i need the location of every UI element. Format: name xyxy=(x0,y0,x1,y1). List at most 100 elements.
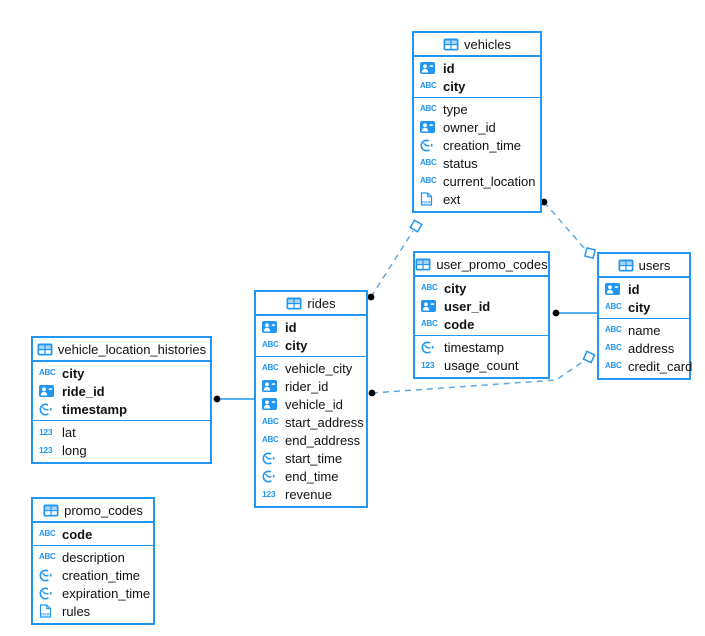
field-row-id[interactable]: id xyxy=(599,280,689,298)
text-type-icon: ABC xyxy=(262,417,279,426)
field-row-creation_time[interactable]: creation_time xyxy=(414,136,540,154)
field-name: creation_time xyxy=(443,137,522,153)
text-type-icon: ABC xyxy=(420,176,437,185)
text-type-icon: ABC xyxy=(39,368,56,377)
field-row-owner_id[interactable]: owner_id xyxy=(414,118,540,136)
id-badge-icon xyxy=(420,121,439,133)
field-name: name xyxy=(628,322,661,338)
field-row-id[interactable]: id xyxy=(414,59,540,77)
table-header[interactable]: user_promo_codes xyxy=(415,253,548,277)
field-name: rules xyxy=(62,603,91,619)
clock-icon xyxy=(420,139,439,152)
table-header[interactable]: rides xyxy=(256,292,366,316)
relationship-dot xyxy=(552,309,560,317)
field-name: id xyxy=(443,60,455,76)
json-icon: JSON xyxy=(420,192,439,206)
table-name: user_promo_codes xyxy=(436,256,548,272)
text-type-icon: ABC xyxy=(420,81,437,90)
id-badge-icon xyxy=(421,300,440,312)
relationship-diamond xyxy=(583,246,597,260)
clock-icon xyxy=(421,341,440,354)
field-row-rider_id[interactable]: rider_id xyxy=(256,377,366,395)
text-type-icon: ABC xyxy=(39,552,56,561)
field-row-end_time[interactable]: end_time xyxy=(256,467,366,485)
field-row-timestamp[interactable]: timestamp xyxy=(33,400,210,418)
relationship-line-vehicles-users[interactable] xyxy=(543,201,586,250)
svg-text:JSON: JSON xyxy=(421,200,432,205)
field-row-timestamp[interactable]: timestamp xyxy=(415,338,548,356)
text-type-icon: ABC xyxy=(605,343,622,352)
text-type-icon: ABC xyxy=(262,435,279,444)
id-badge-icon xyxy=(262,380,281,392)
field-row-start_address[interactable]: ABC start_address xyxy=(256,413,366,431)
field-name: lat xyxy=(62,424,76,440)
field-name: start_address xyxy=(285,414,364,430)
field-name: id xyxy=(628,281,640,297)
field-row-creation_time[interactable]: creation_time xyxy=(33,566,153,584)
table-icon xyxy=(618,259,634,272)
field-name: creation_time xyxy=(62,567,141,583)
field-name: status xyxy=(443,155,478,171)
table-header[interactable]: promo_codes xyxy=(33,499,153,523)
clock-icon xyxy=(39,587,58,600)
number-type-icon: 123 xyxy=(39,426,53,437)
relationship-line-rides-vehicles[interactable] xyxy=(370,230,414,298)
field-row-start_time[interactable]: start_time xyxy=(256,449,366,467)
table-header[interactable]: users xyxy=(599,254,689,278)
clock-icon xyxy=(39,403,58,416)
field-row-id[interactable]: id xyxy=(256,318,366,336)
id-badge-icon xyxy=(262,398,281,410)
table-name: vehicles xyxy=(464,36,511,52)
table-header[interactable]: vehicle_location_histories xyxy=(33,338,210,362)
field-row-vehicle_id[interactable]: vehicle_id xyxy=(256,395,366,413)
field-row-expiration_time[interactable]: expiration_time xyxy=(33,584,153,602)
text-type-icon: ABC xyxy=(420,104,437,113)
field-row-user_id[interactable]: user_id xyxy=(415,297,548,315)
field-name: code xyxy=(444,316,475,332)
field-row-ride_id[interactable]: ride_id xyxy=(33,382,210,400)
text-type-icon: ABC xyxy=(421,283,438,292)
table-header[interactable]: vehicles xyxy=(414,33,540,57)
text-type-icon: ABC xyxy=(605,361,622,370)
text-type-icon: ABC xyxy=(262,340,279,349)
relationship-diamond xyxy=(409,219,423,233)
field-row-lat[interactable]: 123 lat xyxy=(33,423,210,441)
relationship-dot xyxy=(368,389,376,397)
id-badge-icon xyxy=(262,321,281,333)
clock-icon xyxy=(262,470,281,483)
